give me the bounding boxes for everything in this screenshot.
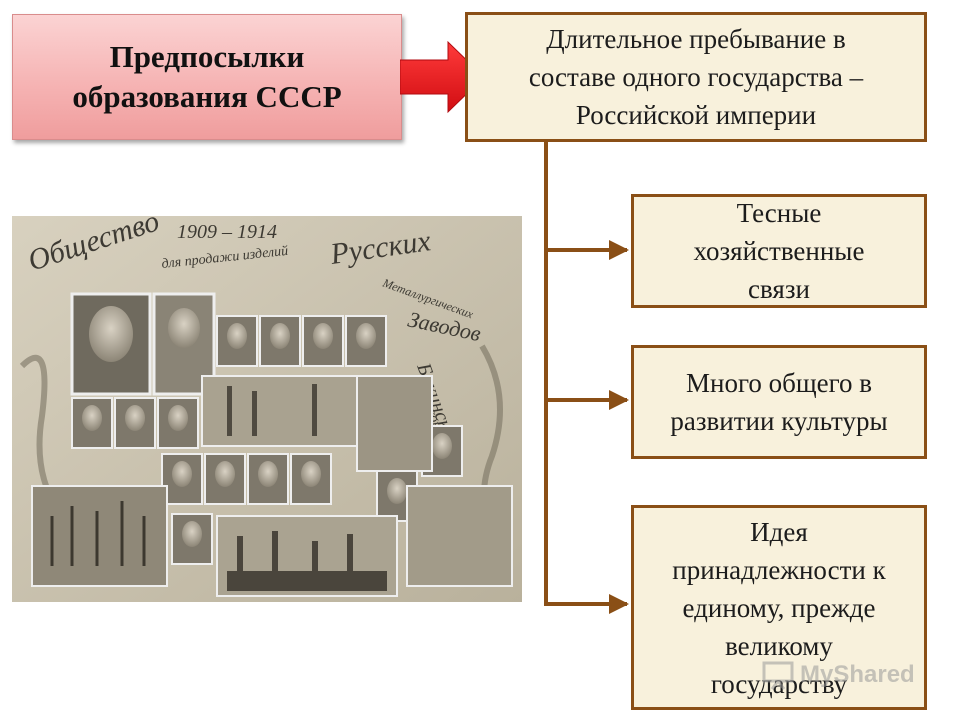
box-idea-of-one-state: Идея принадлежности к единому, прежде ве… <box>631 505 927 710</box>
title-box: Предпосылки образования СССР <box>12 14 402 140</box>
box-culture: Много общего в развитии культуры <box>631 345 927 459</box>
title-text: Предпосылки образования СССР <box>72 39 342 114</box>
historical-photo-collage: Общество 1909 – 1914 для продажи изделий… <box>12 216 522 602</box>
watermark-text: MyShared <box>800 661 915 688</box>
box-main-text: Длительное пребывание в составе одного г… <box>528 24 864 130</box>
presentation-icon <box>762 661 794 690</box>
watermark: MyShared <box>762 654 930 696</box>
box-idea-text: Идея принадлежности к единому, прежде ве… <box>672 516 886 699</box>
box-economy-text: Тесные хозяйственные связи <box>693 198 865 304</box>
box-economic-ties: Тесные хозяйственные связи <box>631 194 927 308</box>
box-long-stay-in-empire: Длительное пребывание в составе одного г… <box>465 12 927 142</box>
box-culture-text: Много общего в развитии культуры <box>670 368 888 436</box>
photo-inscription-top: 1909 – 1914 <box>177 221 277 243</box>
